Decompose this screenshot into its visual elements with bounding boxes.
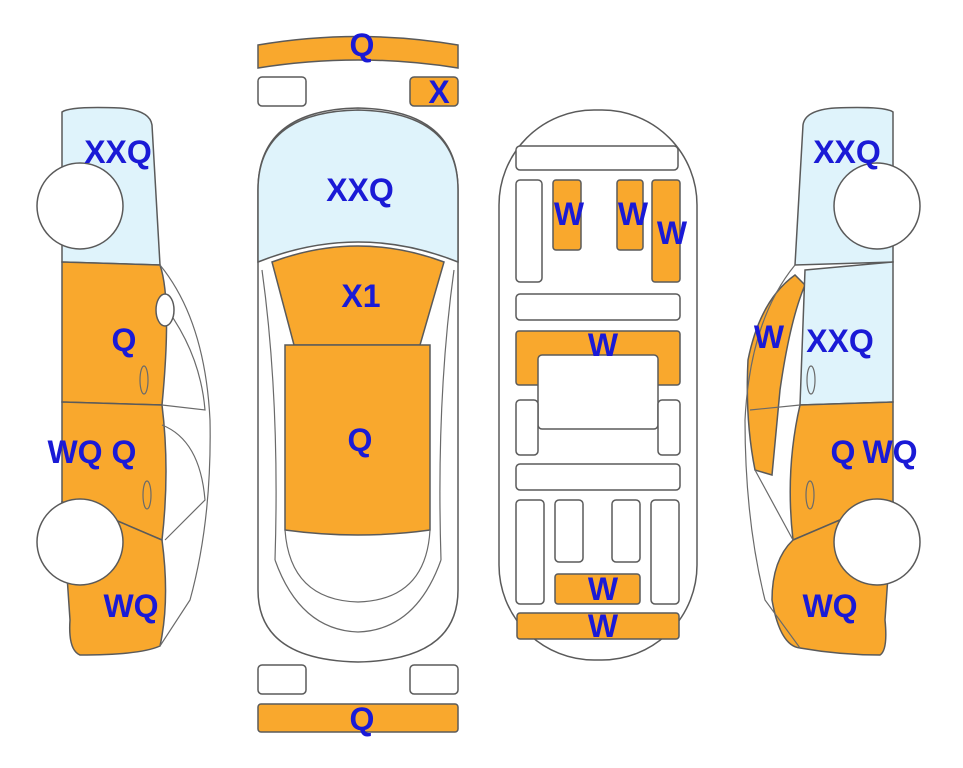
label-right-rocker: WQ [862,434,917,470]
right-front-wheel [833,162,921,250]
label-roof: Q [348,422,373,458]
left-side-view [36,106,211,656]
rear-bumper-panel[interactable] [257,703,459,733]
top-view [257,35,459,733]
floor-mid-rail[interactable] [616,179,644,251]
label-rear-bumper: Q [350,701,375,737]
label-right-pillar: W [754,319,785,355]
left-rear-wheel [36,498,124,586]
label-floor-right: W [657,215,688,251]
floor-left-rail[interactable] [552,179,582,251]
left-front-wheel [36,162,124,250]
label-right-front-glass: XXQ [813,134,881,170]
label-floor-left: W [554,196,585,232]
floor-view [498,109,698,661]
label-floor-trunk-upper: W [588,571,619,607]
front-bumper-panel[interactable] [257,35,459,69]
label-floor-crossmember: W [588,327,619,363]
label-front-bumper: Q [350,27,375,63]
right-side-view [744,106,921,656]
label-left-front-door: Q [112,322,137,358]
label-windshield: XXQ [326,172,394,208]
label-front-right-light: X [428,74,450,110]
front-right-light[interactable] [409,76,459,107]
label-right-rear-glass: XXQ [806,323,874,359]
label-left-rear-quarter: WQ [103,588,158,624]
label-floor-mid: W [618,196,649,232]
label-right-rear-quarter: WQ [802,588,857,624]
label-hood: X1 [341,278,380,314]
label-left-rear-door: Q [112,434,137,470]
rear-right-light[interactable] [409,664,459,695]
damage-labels: Q X XXQ X1 Q Q XXQ Q WQ Q WQ W W W W W W… [47,27,917,737]
rear-left-light[interactable] [257,664,307,695]
floor-trunk-lower[interactable] [516,612,680,640]
floor-trunk-upper[interactable] [554,573,641,605]
front-left-light[interactable] [257,76,307,107]
label-left-front-glass: XXQ [84,134,152,170]
floor-right-rail[interactable] [651,179,681,283]
windshield-panel[interactable] [257,109,459,264]
hood-panel[interactable] [271,245,445,346]
label-right-rear-door: Q [831,434,856,470]
right-rear-wheel [833,498,921,586]
label-floor-trunk-lower: W [588,608,619,644]
label-left-rocker: WQ [47,434,102,470]
